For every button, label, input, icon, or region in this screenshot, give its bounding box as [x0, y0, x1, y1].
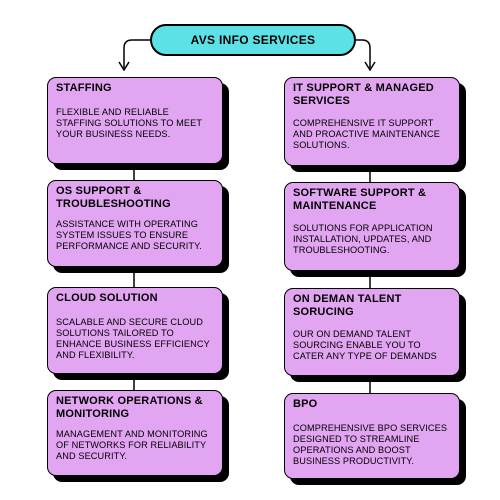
connector-header-left [123, 39, 150, 68]
card-description: FLEXIBLE AND RELIABLE STAFFING SOLUTIONS… [56, 107, 202, 139]
card-description: COMPREHENSIVE BPO SERVICES DESIGNED TO S… [293, 423, 448, 466]
card-cloud-solution: CLOUD SOLUTION SCALABLE AND SECURE CLOUD… [47, 287, 223, 374]
card-title: ON DEMAN TALENT SORUCING [293, 293, 402, 318]
card-title: OS SUPPORT & TROUBLESHOOTING [56, 185, 171, 210]
card-bpo: BPO COMPREHENSIVE BPO SERVICES DESIGNED … [284, 393, 460, 479]
connector-header-right [356, 39, 371, 68]
card-software-support: SOFTWARE SUPPORT & MAINTENANCE SOLUTIONS… [284, 182, 460, 271]
card-title: SOFTWARE SUPPORT & MAINTENANCE [293, 187, 427, 212]
card-on-demand-talent: ON DEMAN TALENT SORUCING OUR ON DEMAND T… [284, 288, 460, 376]
arrow-head-right [364, 61, 376, 72]
card-description: SOLUTIONS FOR APPLICATION INSTALLATION, … [293, 223, 433, 255]
card-title: NETWORK OPERATIONS & MONITORING [56, 395, 203, 420]
card-os-support: OS SUPPORT & TROUBLESHOOTING ASSISTANCE … [47, 180, 223, 267]
card-title: STAFFING [56, 82, 112, 94]
header-pill: AVS INFO SERVICES [150, 24, 356, 56]
card-title: BPO [293, 398, 318, 410]
card-network-operations: NETWORK OPERATIONS & MONITORING MANAGEME… [47, 390, 223, 476]
card-title: CLOUD SOLUTION [56, 292, 158, 304]
card-description: SCALABLE AND SECURE CLOUD SOLUTIONS TAIL… [56, 317, 210, 360]
card-description: OUR ON DEMAND TALENT SOURCING ENABLE YOU… [293, 329, 437, 361]
card-it-support: IT SUPPORT & MANAGED SERVICES COMPREHENS… [284, 77, 460, 166]
card-staffing: STAFFING FLEXIBLE AND RELIABLE STAFFING … [47, 77, 223, 164]
header-title: AVS INFO SERVICES [190, 33, 316, 47]
arrow-head-left [118, 61, 130, 72]
card-description: ASSISTANCE WITH OPERATING SYSTEM ISSUES … [56, 219, 202, 251]
card-description: MANAGEMENT AND MONITORING OF NETWORKS FO… [56, 429, 208, 461]
card-description: COMPREHENSIVE IT SUPPORT AND PROACTIVE M… [293, 118, 440, 150]
card-title: IT SUPPORT & MANAGED SERVICES [293, 82, 434, 107]
